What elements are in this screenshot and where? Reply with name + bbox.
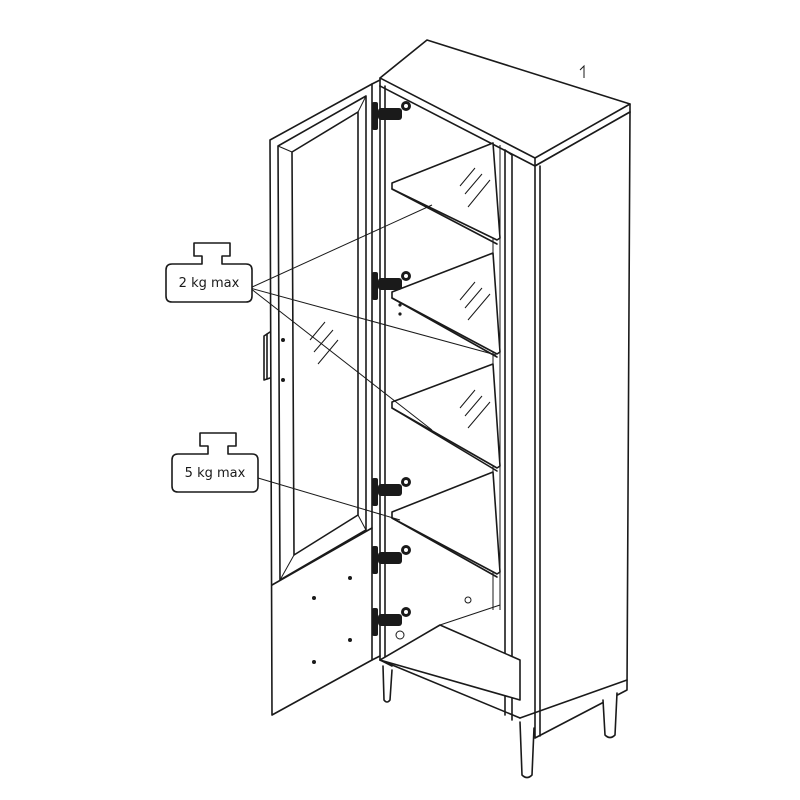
hinges — [372, 101, 411, 636]
leg-front-right — [519, 721, 535, 779]
shelf-1 — [391, 142, 501, 245]
legs — [382, 665, 618, 779]
weight-label-2kg: 2 kg max — [179, 276, 240, 291]
shelf-3 — [391, 363, 501, 472]
right-side-panel — [534, 111, 631, 739]
door-panel — [269, 83, 373, 716]
cabinet-bottom — [379, 624, 521, 701]
wall-hole — [395, 630, 405, 640]
shelf-4 — [391, 471, 501, 578]
shelf-2 — [391, 252, 501, 358]
hinge — [372, 101, 411, 130]
hinge — [372, 607, 411, 636]
glass-shelves — [391, 142, 501, 640]
wall-hole — [464, 596, 472, 604]
open-door — [263, 79, 381, 716]
leg-back-right — [602, 692, 618, 739]
weight-icon — [165, 242, 253, 303]
weight-icon — [171, 432, 259, 493]
hinge — [372, 271, 411, 300]
weight-label-5kg: 5 kg max — [185, 466, 246, 481]
leg-front-left — [382, 665, 393, 703]
hinge — [372, 477, 411, 506]
cabinet-body — [379, 39, 631, 739]
weight-callout-2kg: 2 kg max — [165, 204, 497, 431]
weight-callout-5kg: 5 kg max — [171, 432, 401, 521]
hinge — [372, 545, 411, 574]
